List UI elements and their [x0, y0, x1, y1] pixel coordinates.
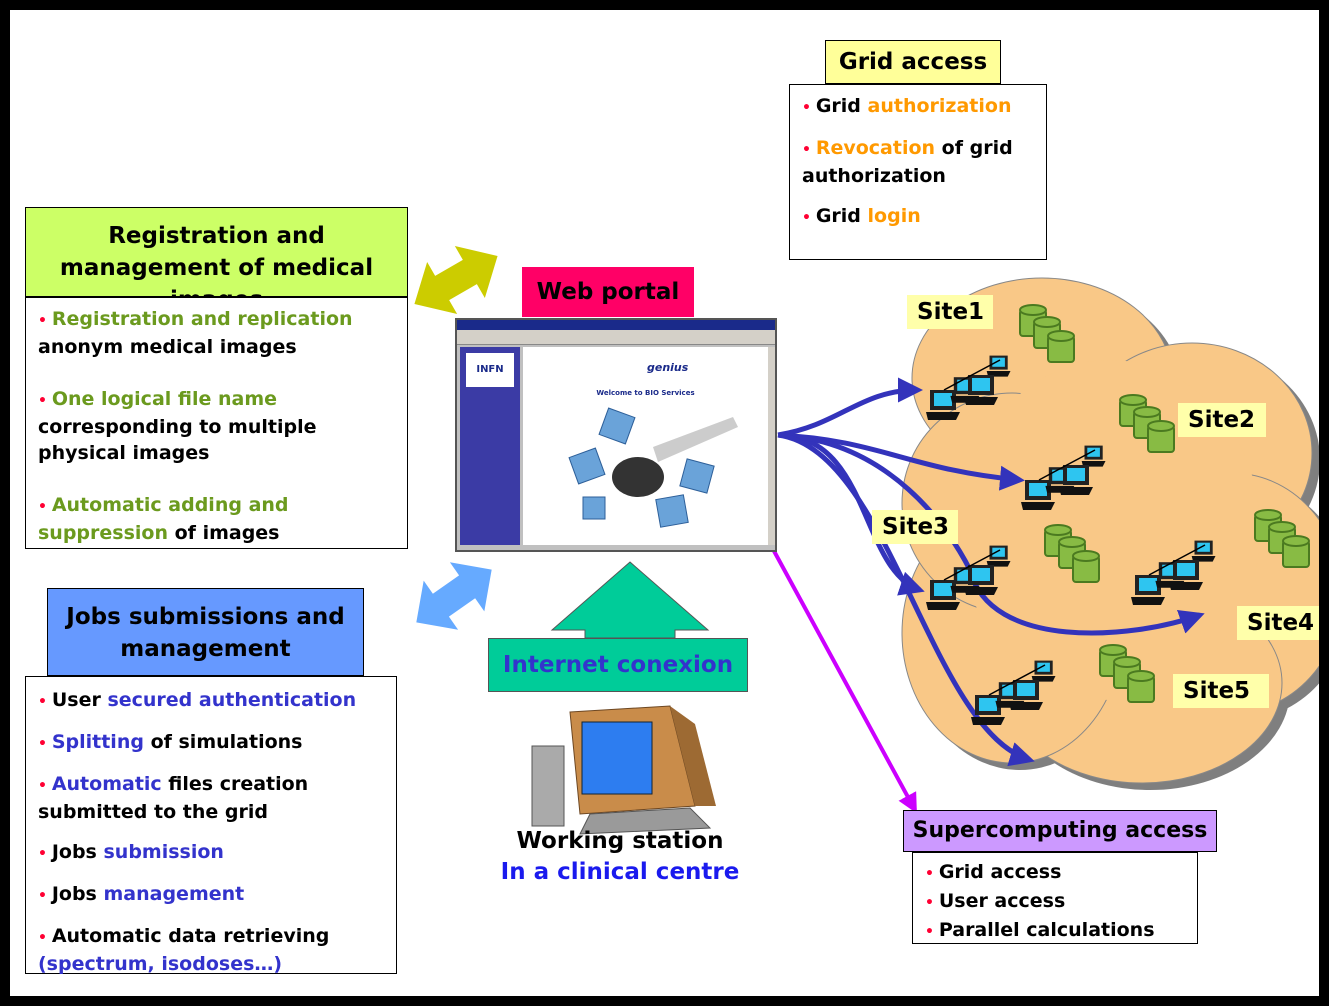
grid-item2-text: of grid authorization [802, 137, 1013, 187]
supercomputing-panel: • Grid access • User access • Parallel c… [912, 852, 1198, 944]
infn-logo: INFN [466, 353, 514, 387]
jobs-item2-highlight: Splitting [51, 731, 144, 753]
supercomputing-item-grid-access: Grid access [938, 861, 1062, 883]
jobs-panel: • User secured authentication • Splittin… [25, 676, 397, 975]
jobs-item4-highlight: submission [103, 841, 224, 863]
jobs-item4-text: Jobs [51, 841, 104, 863]
grid-item2-highlight: Revocation [815, 137, 936, 159]
jobs-item1-text: User [51, 689, 108, 711]
workstation-computer-icon [531, 705, 716, 835]
registration-item2-highlight: One logical file name [51, 388, 278, 410]
registration-item2-text: corresponding to multiple physical image… [38, 416, 317, 464]
web-portal-label: Web portal [522, 267, 694, 317]
internet-conexion-label: Internet conexion [488, 638, 748, 692]
workstation-line1: Working station [516, 828, 724, 854]
jobs-double-arrow [416, 562, 492, 630]
jobs-item6-text: Automatic data retrieving [51, 925, 330, 947]
grid-item1-highlight: authorization [867, 95, 1012, 117]
site2-label: Site2 [1178, 403, 1266, 437]
jobs-item5-highlight: management [103, 883, 245, 905]
portal-sidebar: INFN [460, 347, 520, 545]
grid-access-title: Grid access [825, 40, 1001, 84]
portal-to-supercomputing-arrow [766, 539, 917, 814]
registration-item1-highlight: Registration and replication [51, 308, 353, 330]
jobs-item6-highlight: (spectrum, isodoses…) [38, 953, 283, 975]
jobs-title: Jobs submissions and management [47, 588, 364, 676]
registration-double-arrow [414, 246, 498, 314]
site4-label: Site4 [1237, 606, 1319, 640]
supercomputing-title: Supercomputing access [903, 810, 1217, 852]
grid-item3-highlight: login [867, 205, 921, 227]
workstation-line2: In a clinical centre [500, 859, 740, 885]
jobs-item3-highlight: Automatic [51, 773, 162, 795]
grid-item1-text: Grid [815, 95, 868, 117]
portal-content: genius Welcome to BIO Services [523, 347, 768, 545]
genius-logo: genius [647, 361, 689, 374]
jobs-item5-text: Jobs [51, 883, 104, 905]
browser-titlebar [457, 320, 775, 330]
registration-item3-text: of images [168, 522, 280, 544]
jobs-item1-highlight: secured authentication [107, 689, 357, 711]
slide: Registration and management of medical i… [10, 10, 1319, 996]
grid-item3-text: Grid [815, 205, 868, 227]
registration-item3-highlight: Automatic adding and suppression [38, 494, 289, 544]
browser-scrollbar[interactable] [768, 347, 775, 545]
portal-illustration [568, 407, 738, 528]
portal-welcome: Welcome to BIO Services [596, 389, 695, 397]
web-portal-screenshot: INFN genius Welcome to BIO Services [455, 318, 777, 552]
jobs-item3-text: files creation submitted to the grid [38, 773, 309, 823]
registration-item1-text: anonym medical images [38, 336, 297, 358]
site3-label: Site3 [872, 510, 958, 544]
browser-toolbar [457, 330, 775, 345]
supercomputing-item-parallel: Parallel calculations [938, 919, 1155, 941]
jobs-item2-text: of simulations [143, 731, 303, 753]
site1-label: Site1 [907, 295, 993, 329]
site5-label: Site5 [1173, 674, 1269, 708]
supercomputing-item-user-access: User access [938, 890, 1066, 912]
grid-access-panel: • Grid authorization • Revocation of gri… [789, 84, 1047, 260]
